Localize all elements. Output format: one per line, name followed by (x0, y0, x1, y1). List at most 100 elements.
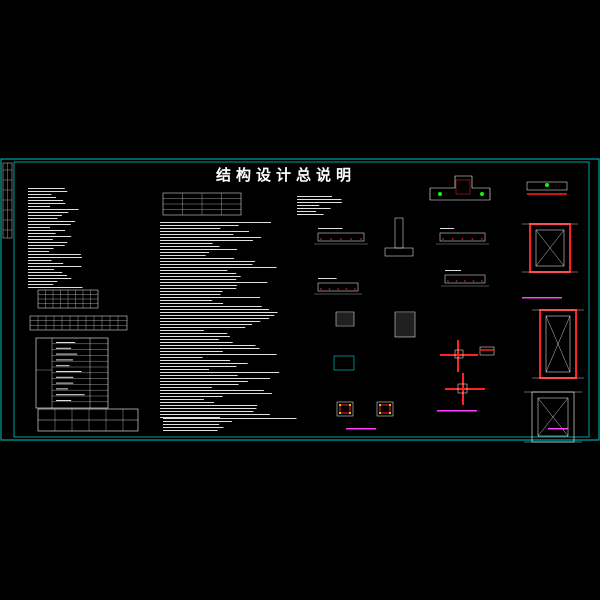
note-line (28, 242, 68, 243)
table-cell-text (56, 376, 74, 378)
note-line (160, 342, 233, 343)
rebar-dot (379, 412, 381, 414)
rebar-dot (320, 288, 322, 290)
rebar-dot (349, 412, 351, 414)
table-cell-text (56, 400, 72, 401)
note-line (160, 348, 260, 349)
load-table (35, 337, 109, 409)
note-line (160, 282, 268, 283)
note-line (28, 212, 69, 213)
note-line (160, 288, 237, 289)
note-line (160, 249, 238, 250)
note-line (160, 315, 275, 316)
caption-bar (346, 428, 376, 430)
note-line (28, 257, 82, 258)
note-line (160, 231, 250, 232)
note-line (297, 199, 342, 200)
note-line (28, 215, 62, 216)
rebar-dot (472, 280, 475, 282)
tjoint-core (455, 179, 471, 195)
table-cell-text (56, 388, 69, 390)
note-line (160, 303, 224, 304)
note-line (160, 363, 248, 364)
rebar-dot (442, 238, 444, 240)
note-line (28, 194, 52, 195)
beam-outline (317, 232, 365, 242)
note-line (160, 354, 277, 355)
rebar-dot (481, 280, 483, 282)
note-line (28, 287, 83, 288)
note-line (28, 239, 53, 240)
rebar-dot (464, 280, 466, 282)
beam-outline (526, 181, 568, 191)
note-line (160, 279, 237, 280)
caption-bar (548, 428, 568, 430)
beam-section-4 (441, 270, 489, 287)
joint-core (457, 383, 468, 394)
slab-detail-2 (394, 311, 416, 338)
note-line (160, 411, 254, 412)
note-line (297, 211, 317, 212)
note-line (28, 254, 81, 255)
note-line (160, 387, 212, 388)
note-line (160, 351, 223, 352)
note-line (28, 221, 76, 222)
note-line (160, 417, 220, 418)
note-line (297, 202, 342, 203)
column-base-detail (384, 217, 414, 257)
note-line (160, 339, 219, 340)
note-line (28, 191, 68, 192)
detail-label (318, 228, 343, 229)
note-line (28, 230, 66, 231)
note-line (160, 300, 213, 301)
note-line (160, 222, 271, 223)
rebar-dot (337, 288, 339, 290)
table-cell-text (56, 347, 72, 349)
note-line (160, 246, 220, 247)
note-line (160, 258, 235, 259)
table-cell-text (56, 394, 85, 396)
rebar-dot (389, 404, 391, 406)
note-line (160, 291, 223, 292)
note-line (160, 306, 262, 307)
note-line (163, 427, 224, 428)
plan-3 (524, 391, 582, 443)
rebar-dot (339, 412, 341, 414)
note-line (163, 418, 297, 419)
note-line (28, 233, 56, 234)
table-cell-text (56, 365, 70, 367)
note-line (28, 263, 64, 264)
note-line (160, 234, 234, 235)
note-line (160, 228, 221, 229)
rebar-table (162, 192, 242, 216)
note-line (160, 240, 253, 241)
rebar-dot (339, 404, 341, 406)
note-line (28, 200, 64, 201)
tjoint-outline (429, 175, 491, 201)
rebar-dot (345, 288, 348, 290)
note-line (160, 408, 257, 409)
note-line (160, 360, 231, 361)
tjoint-detail (429, 175, 491, 201)
hatch-frame (335, 311, 355, 327)
detail-label (440, 228, 455, 229)
material-table-2 (29, 315, 128, 331)
signature-table (37, 408, 139, 432)
note-line (160, 333, 228, 334)
caption-bar (522, 297, 562, 299)
beam-outline (439, 232, 486, 242)
note-line (28, 272, 63, 273)
note-line (160, 345, 256, 346)
note-line (160, 318, 270, 319)
note-line (160, 270, 228, 271)
column-outline (336, 401, 354, 417)
rebar-dot (461, 238, 464, 240)
plan-inner (537, 397, 569, 437)
figure-captions (346, 297, 568, 430)
table-cell-text (56, 359, 73, 361)
rebar-dot (340, 238, 342, 240)
rebar-dot (330, 238, 332, 240)
table-cell-text (56, 342, 76, 343)
